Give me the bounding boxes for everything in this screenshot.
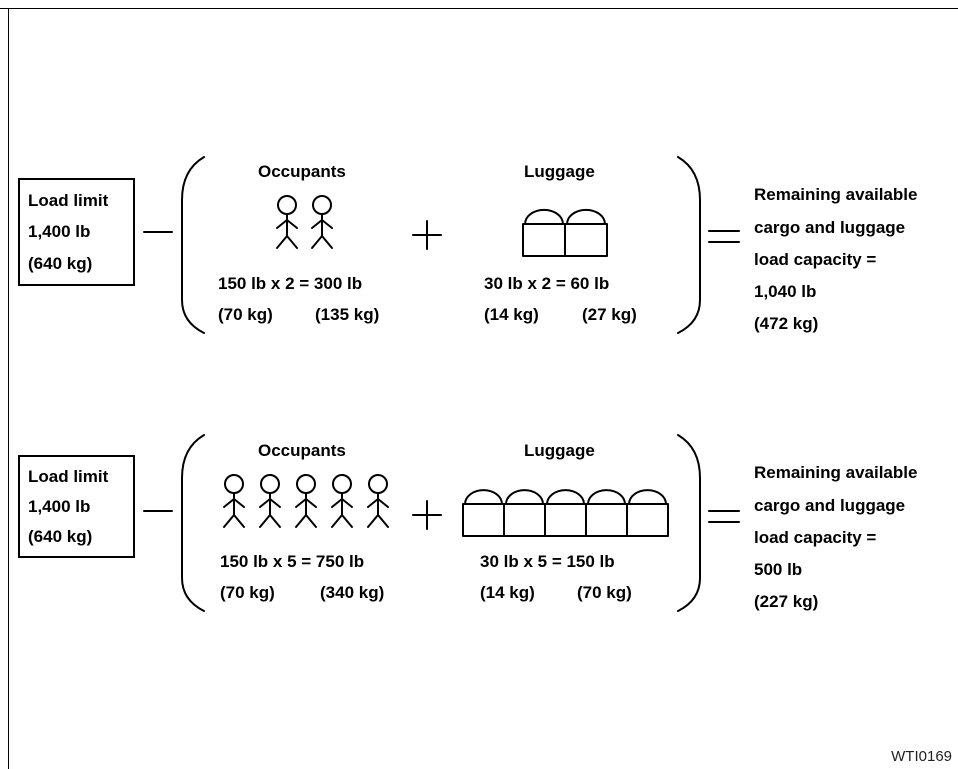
luggage-total-kg: (27 kg) [582,305,637,324]
result-line-1: Remaining available [754,185,918,204]
luggage-case-icon [544,489,587,537]
figure-code: WTI0169 [891,748,952,765]
equals-sign [708,230,740,243]
right-parenthesis [677,434,701,612]
luggage-case-icon [626,489,669,537]
result-line-2: cargo and luggage [754,218,906,237]
occupant-weight-kg: (70 kg) [218,305,273,324]
result-line-2: cargo and luggage [754,496,906,515]
result-capacity-lb: 1,040 lb [754,282,817,301]
occupants-calculation: 150 lb x 2 = 300 lb [218,274,363,293]
luggage-cases [522,208,608,257]
result-capacity-kg: (227 kg) [754,592,819,611]
equals-sign [708,510,740,523]
occupant-figures [223,474,389,528]
occupants-heading: Occupants [258,441,346,460]
right-parenthesis [677,156,701,334]
occupant-figure-icon [259,474,281,528]
left-parenthesis [181,434,205,612]
result-capacity-lb: 500 lb [754,560,803,579]
frame-top-border [0,8,958,9]
load-limit-box: Load limit 1,400 lb (640 kg) [18,455,135,558]
load-limit-label: Load limit [28,191,109,210]
load-limit-kg: (640 kg) [28,254,93,273]
occupant-figure-icon [367,474,389,528]
frame-left-border [8,8,9,769]
load-limit-kg: (640 kg) [28,527,93,546]
plus-sign [412,220,442,250]
occupants-heading: Occupants [258,162,346,181]
load-limit-lb: 1,400 lb [28,222,91,241]
luggage-calculation: 30 lb x 5 = 150 lb [480,552,615,571]
occupant-figure-icon [223,474,245,528]
luggage-calculation: 30 lb x 2 = 60 lb [484,274,610,293]
occupant-figure-icon [276,195,298,249]
occupant-weight-kg: (70 kg) [220,583,275,602]
occupants-total-kg: (340 kg) [320,583,385,602]
occupant-figure-icon [331,474,353,528]
luggage-case-icon [585,489,628,537]
result-line-3: load capacity = [754,528,877,547]
load-limit-label: Load limit [28,467,109,486]
luggage-weight-kg: (14 kg) [484,305,539,324]
plus-sign [412,500,442,530]
luggage-heading: Luggage [524,441,595,460]
luggage-weight-kg: (14 kg) [480,583,535,602]
occupant-figure-icon [295,474,317,528]
left-parenthesis [181,156,205,334]
luggage-case-icon [522,208,566,257]
result-capacity-kg: (472 kg) [754,314,819,333]
occupant-figure-icon [311,195,333,249]
load-limit-lb: 1,400 lb [28,497,91,516]
occupants-total-kg: (135 kg) [315,305,380,324]
result-line-3: load capacity = [754,250,877,269]
result-line-1: Remaining available [754,463,918,482]
occupant-figures [276,195,333,249]
luggage-case-icon [564,208,608,257]
luggage-cases [462,489,669,537]
load-limit-box: Load limit 1,400 lb (640 kg) [18,178,135,286]
luggage-case-icon [462,489,505,537]
occupants-calculation: 150 lb x 5 = 750 lb [220,552,365,571]
luggage-heading: Luggage [524,162,595,181]
luggage-total-kg: (70 kg) [577,583,632,602]
luggage-case-icon [503,489,546,537]
